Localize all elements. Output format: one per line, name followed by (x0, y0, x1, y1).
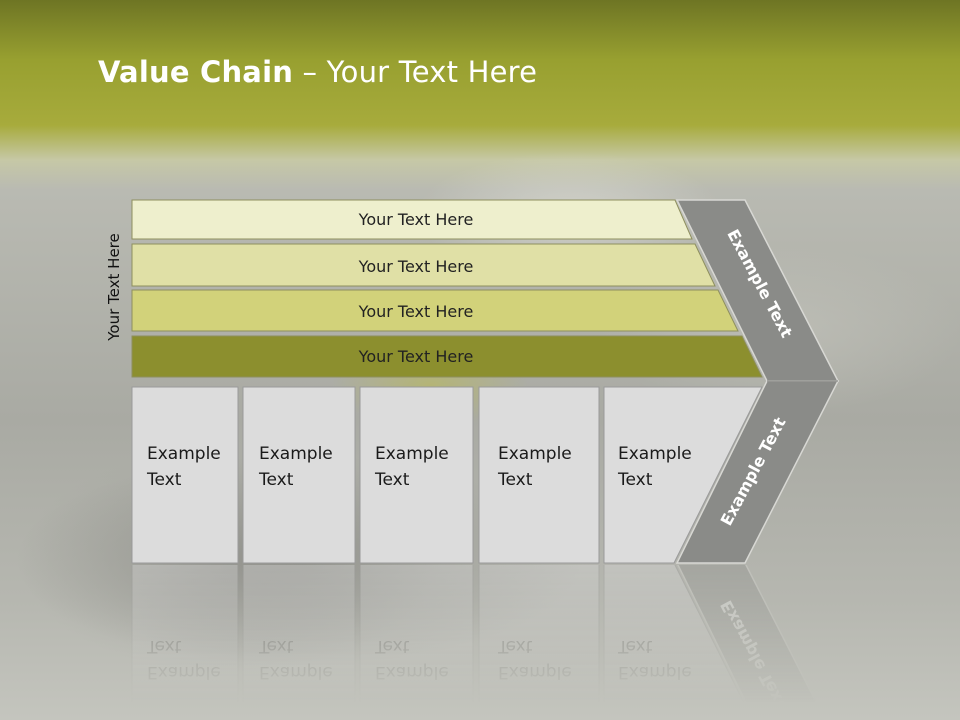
reflection-column-5-line1: Example (618, 662, 692, 682)
band-2-label: Your Text Here (358, 257, 474, 276)
reflection-column-5-line2: Text (617, 636, 653, 656)
reflection-column-2-line2: Text (258, 636, 294, 656)
reflection-column-3-line1: Example (375, 662, 449, 682)
band-1 (131, 199, 693, 240)
column-1-line1: Example (147, 444, 221, 464)
band-3 (131, 289, 739, 332)
reflection-column-1 (131, 562, 239, 720)
band-2 (131, 243, 716, 287)
column-4-line1: Example (498, 444, 572, 464)
column-5-line2: Text (617, 470, 653, 490)
title-rest: – Your Text Here (293, 55, 538, 89)
column-2-line1: Example (259, 444, 333, 464)
reflection-column-2-line1: Example (259, 662, 333, 682)
band-1-label: Your Text Here (358, 210, 474, 229)
column-4-line2: Text (497, 470, 533, 490)
reflection-column-3-line2: Text (374, 636, 410, 656)
reflection-column-5 (603, 562, 754, 720)
reflection-chevron (675, 562, 827, 720)
band-3-label: Your Text Here (358, 302, 474, 321)
column-3 (359, 386, 474, 564)
column-4 (478, 386, 600, 564)
reflection-column-4-line2: Text (497, 636, 533, 656)
reflection-column-4 (478, 562, 600, 720)
reflection-column-1-line1: Example (147, 662, 221, 682)
diagram-reflection: Example Text Example Text Example Text E… (131, 562, 827, 720)
column-2-line2: Text (258, 470, 294, 490)
column-2 (242, 386, 356, 564)
column-5-line1: Example (618, 444, 692, 464)
slide-title: Value Chain – Your Text Here (98, 55, 537, 89)
column-1-line2: Text (146, 470, 182, 490)
reflection-column-2 (242, 562, 356, 720)
reflection-column-4-line1: Example (498, 662, 572, 682)
band-4-label: Your Text Here (358, 347, 474, 366)
band-4 (131, 335, 763, 378)
column-3-line2: Text (374, 470, 410, 490)
column-1 (131, 386, 239, 564)
reflection-column-1-line2: Text (146, 636, 182, 656)
column-3-line1: Example (375, 444, 449, 464)
reflection-column-3 (359, 562, 474, 720)
title-bold: Value Chain (98, 55, 294, 89)
